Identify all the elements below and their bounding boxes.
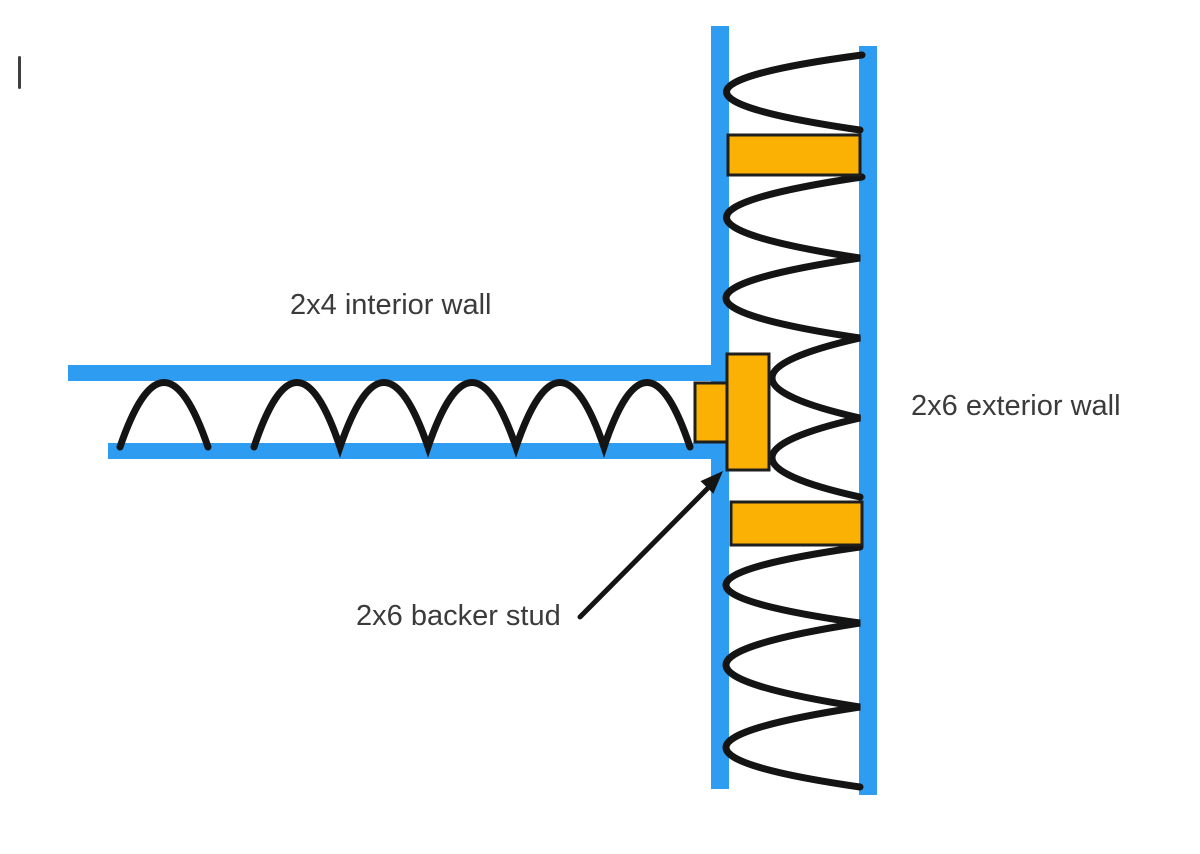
interior-wall-insulation-right[interactable]	[250, 379, 694, 458]
interior-wall-bottom-line[interactable]	[108, 443, 728, 459]
interior-wall-top-line[interactable]	[68, 365, 728, 381]
exterior-wall-insulation-bottom[interactable]	[722, 543, 864, 791]
arrow-shaft	[577, 486, 710, 620]
backer-stud[interactable]	[725, 352, 771, 472]
exterior-wall-blocking-top[interactable]	[726, 133, 862, 177]
exterior-wall-outer-sheathing[interactable]	[859, 46, 877, 795]
interior-wall-label[interactable]: 2x4 interior wall	[290, 289, 492, 321]
text-caret	[18, 56, 21, 89]
arrow-head-icon	[700, 471, 723, 494]
exterior-wall-label[interactable]: 2x6 exterior wall	[911, 390, 1121, 422]
exterior-wall-insulation-top[interactable]	[723, 51, 866, 134]
interior-wall-insulation-left[interactable]	[116, 379, 212, 451]
exterior-wall-blocking-bottom[interactable]	[729, 500, 864, 547]
backer-stud-label[interactable]: 2x6 backer stud	[356, 600, 561, 632]
interior-wall-stud[interactable]	[693, 381, 730, 444]
backer-stud-arrow[interactable]	[577, 471, 723, 620]
exterior-wall-insulation-middle[interactable]	[722, 173, 866, 501]
